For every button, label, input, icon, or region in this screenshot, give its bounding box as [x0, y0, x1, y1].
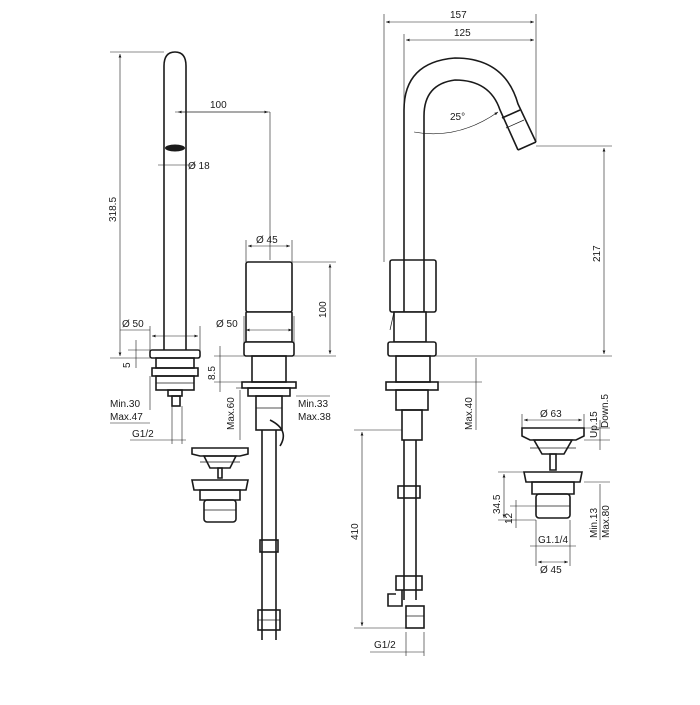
waste-h1-label: 34.5: [492, 494, 503, 514]
waste-h2-label: 12: [504, 512, 515, 524]
waste-left-view: [191, 447, 249, 523]
handle-dia-label: Ø 45: [256, 235, 278, 246]
spout-ring-h-label: 5: [122, 362, 133, 368]
waste-body-dia-label: Ø 45: [540, 565, 562, 576]
spout-max-label: Max.47: [110, 412, 143, 423]
side-reach-label: 125: [454, 28, 471, 39]
side-hose-label: 410: [350, 523, 361, 540]
waste-right-view: [521, 427, 585, 519]
side-width-label: 157: [450, 10, 467, 21]
waste-up-label: Up.15: [589, 411, 600, 438]
handle-base-dia-label: Ø 50: [216, 319, 238, 330]
waste-dia-label: Ø 63: [540, 409, 562, 420]
spout-min-label: Min.30: [110, 399, 140, 410]
handle-dimensions: Ø 45 100 Ø 50 8.5 Max.60 Min.33 Max.38: [207, 235, 336, 440]
side-thread-label: G1/2: [374, 640, 396, 651]
side-angle-label: 25°: [450, 112, 465, 123]
side-height-label: 217: [592, 245, 603, 262]
waste-down-label: Down.5: [600, 394, 611, 428]
handle-max2-label: Max.38: [298, 412, 331, 423]
spout-dimensions: 318.5 100 Ø 18 Ø 50 5 Min.30 Max.47 G1/2: [108, 51, 271, 444]
waste-right-dimensions: Ø 63 Up.15 Down.5 34.5 12 G1.1/4 Ø 45 Mi…: [492, 394, 612, 576]
handle-view: [241, 261, 297, 640]
waste-max-label: Max.80: [601, 505, 612, 538]
side-dimensions: 157 125 25° 217 Max.40 410 G1/2: [350, 10, 612, 656]
spout-height-label: 318.5: [108, 197, 119, 222]
handle-min-label: Min.33: [298, 399, 328, 410]
spout-front-view: [149, 51, 201, 407]
spout-offset-label: 100: [210, 100, 227, 111]
handle-ring-h-label: 8.5: [207, 366, 218, 380]
spout-thread-label: G1/2: [132, 429, 154, 440]
waste-min-label: Min.13: [589, 508, 600, 538]
side-max-label: Max.40: [464, 397, 475, 430]
handle-height-label: 100: [318, 301, 329, 318]
waste-thread-label: G1.1/4: [538, 535, 568, 546]
spout-dia-label: Ø 18: [188, 161, 210, 172]
side-view: [385, 57, 537, 629]
spout-base-dia-label: Ø 50: [122, 319, 144, 330]
handle-max-label: Max.60: [226, 397, 237, 430]
